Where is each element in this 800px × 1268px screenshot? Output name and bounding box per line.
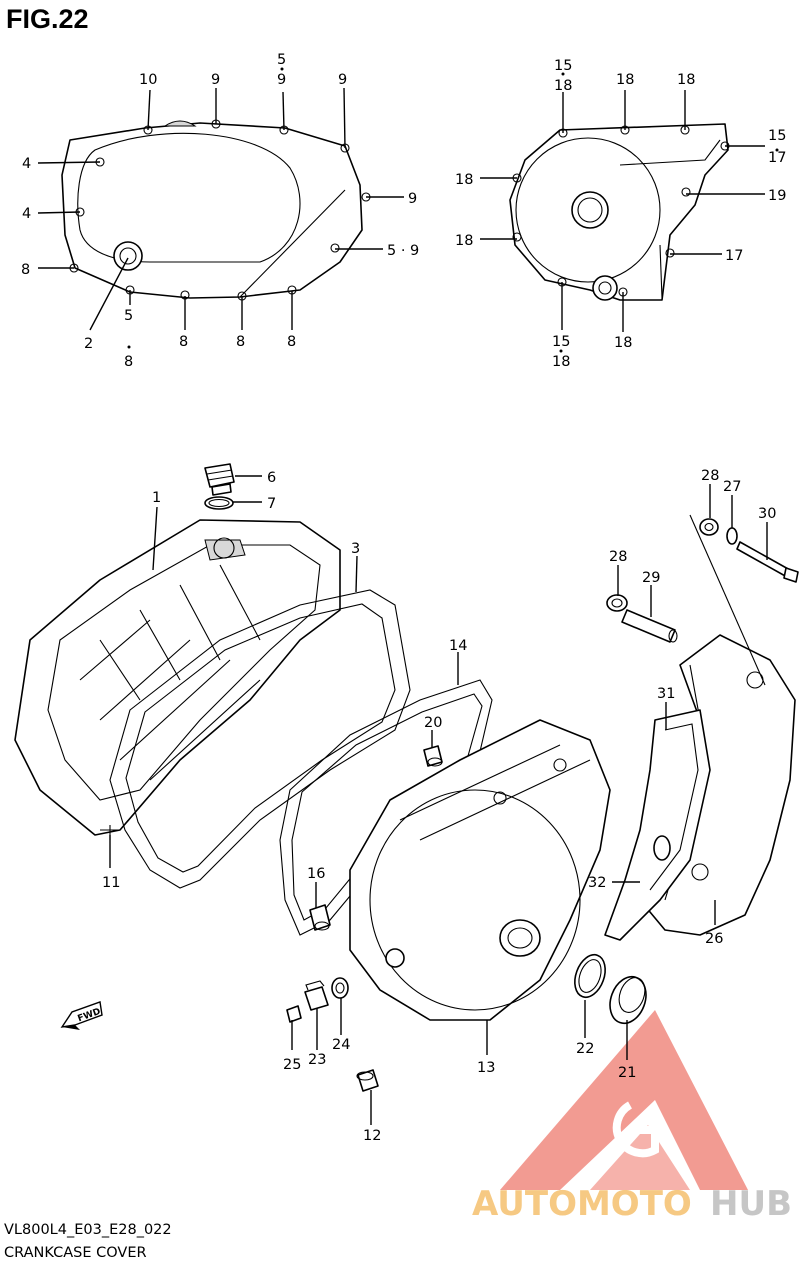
watermark-brand-grey: HUB bbox=[710, 1184, 792, 1224]
callout-18: 18 bbox=[616, 72, 634, 88]
callout-12: 12 bbox=[363, 1128, 381, 1144]
part-20-dowel-pin bbox=[423, 745, 443, 767]
main-callouts: 6 7 1 3 14 20 11 16 25 23 24 12 13 22 21… bbox=[102, 468, 776, 1144]
callout-24: 24 bbox=[332, 1037, 350, 1053]
callout-30: 30 bbox=[758, 506, 776, 522]
callout-28: 28 bbox=[609, 549, 627, 565]
part-12-plug bbox=[356, 1069, 379, 1092]
callout-1: 1 bbox=[152, 490, 161, 506]
callout-25: 25 bbox=[283, 1057, 301, 1073]
callout-19: 19 bbox=[768, 188, 786, 204]
top-right-leader-lines bbox=[480, 72, 779, 353]
callout-8: 8 bbox=[179, 334, 188, 350]
callout-16: 16 bbox=[307, 866, 325, 882]
watermark-triangle-logo bbox=[500, 1010, 748, 1190]
callout-32: 32 bbox=[588, 875, 606, 891]
callout-4: 4 bbox=[22, 156, 31, 172]
callout-18: 18 bbox=[455, 233, 473, 249]
callout-7: 7 bbox=[267, 496, 276, 512]
part-6-oil-filler-cap bbox=[204, 463, 235, 496]
callout-5: 5 bbox=[277, 52, 286, 68]
callout-6: 6 bbox=[267, 470, 276, 486]
callout-5: 5 bbox=[124, 308, 133, 324]
callout-9: 9 bbox=[338, 72, 347, 88]
callout-2: 2 bbox=[84, 336, 93, 352]
callout-18: 18 bbox=[554, 78, 572, 94]
mount-line bbox=[689, 514, 766, 686]
callout-10: 10 bbox=[139, 72, 157, 88]
part-7-o-ring bbox=[204, 496, 234, 510]
top-left-leader-lines bbox=[37, 67, 404, 349]
callout-29: 29 bbox=[642, 570, 660, 586]
part-22-o-ring bbox=[574, 953, 606, 999]
main-leader-lines bbox=[109, 475, 768, 1125]
part-30-bolt bbox=[736, 541, 799, 583]
callout-14: 14 bbox=[449, 638, 467, 654]
callout-22: 22 bbox=[576, 1041, 594, 1057]
figure-title: FIG.22 bbox=[6, 4, 89, 34]
part-24-washer bbox=[331, 977, 349, 999]
callout-8: 8 bbox=[21, 262, 30, 278]
part-16-dowel-pin bbox=[309, 904, 331, 931]
figure-code: VL800L4_E03_E28_022 bbox=[4, 1222, 172, 1238]
callout-18: 18 bbox=[677, 72, 695, 88]
fwd-arrow-icon: FWD bbox=[60, 1001, 103, 1030]
callout-23: 23 bbox=[308, 1052, 326, 1068]
top-left-callouts: 10 9 5 9 9 4 4 9 5 · 9 8 2 5 8 8 8 8 bbox=[21, 52, 419, 370]
part-25-plug bbox=[286, 1005, 302, 1023]
callout-26: 26 bbox=[705, 931, 723, 947]
part-21-plug bbox=[609, 975, 647, 1025]
callout-4: 4 bbox=[22, 206, 31, 222]
callout-20: 20 bbox=[424, 715, 442, 731]
callout-15: 15 bbox=[768, 128, 786, 144]
clutch-cover-side-view bbox=[61, 119, 371, 301]
callout-18: 18 bbox=[614, 335, 632, 351]
automotohub-watermark: AUTOMOTO HUB bbox=[472, 1010, 792, 1224]
part-13-generator-cover bbox=[349, 719, 611, 1021]
part-23-drain-plug bbox=[304, 980, 329, 1011]
callout-5-9: 5 · 9 bbox=[387, 243, 419, 259]
callout-15: 15 bbox=[552, 334, 570, 350]
part-27-washer bbox=[726, 527, 738, 545]
callout-18: 18 bbox=[455, 172, 473, 188]
top-right-callouts: 15 18 18 18 15 17 18 19 18 17 15 18 18 bbox=[455, 58, 786, 370]
callout-8: 8 bbox=[236, 334, 245, 350]
callout-11: 11 bbox=[102, 875, 120, 891]
part-1-clutch-cover bbox=[14, 519, 341, 840]
callout-15: 15 bbox=[554, 58, 572, 74]
callout-17: 17 bbox=[725, 248, 743, 264]
part-29-spacer bbox=[621, 609, 678, 643]
callout-21: 21 bbox=[618, 1065, 636, 1081]
callout-31: 31 bbox=[657, 686, 675, 702]
callout-9: 9 bbox=[408, 191, 417, 207]
callout-8: 8 bbox=[287, 334, 296, 350]
callout-18: 18 bbox=[552, 354, 570, 370]
callout-3: 3 bbox=[351, 541, 360, 557]
figure-name: CRANKCASE COVER bbox=[4, 1245, 147, 1261]
callout-13: 13 bbox=[477, 1060, 495, 1076]
callout-9: 9 bbox=[277, 72, 286, 88]
callout-8: 8 bbox=[124, 354, 133, 370]
callout-17: 17 bbox=[768, 150, 786, 166]
generator-cover-side-view bbox=[509, 123, 730, 301]
callout-9: 9 bbox=[211, 72, 220, 88]
callout-28: 28 bbox=[701, 468, 719, 484]
watermark-brand-orange: AUTOMOTO bbox=[472, 1184, 692, 1224]
callout-27: 27 bbox=[723, 479, 741, 495]
part-28-grommet bbox=[606, 594, 628, 612]
part-28-grommet-upper bbox=[699, 518, 719, 536]
